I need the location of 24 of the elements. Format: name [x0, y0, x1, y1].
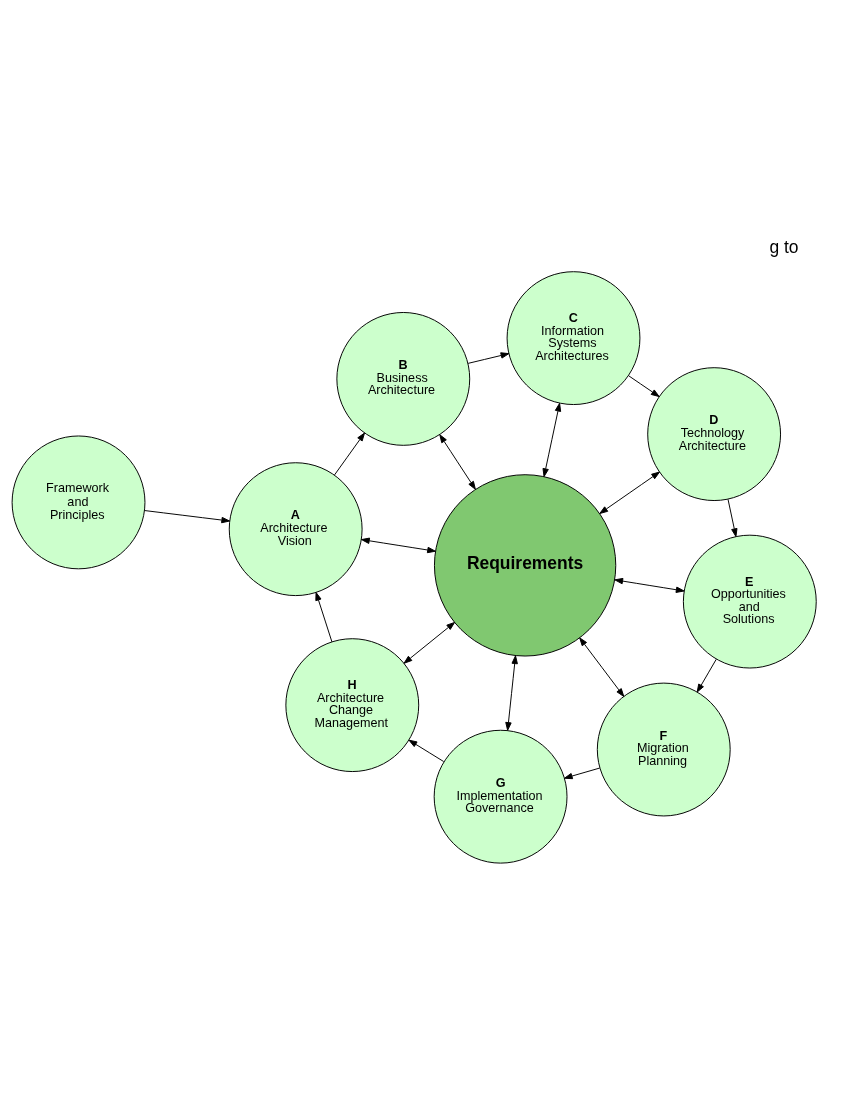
node-circle: E Opportunities and Solutions	[682, 534, 817, 669]
arrow	[403, 621, 456, 664]
node-circle: C Information Systems Architectures	[506, 271, 641, 406]
node-circle: A Architecture Vision	[228, 462, 363, 597]
arrow	[628, 375, 660, 398]
arrow	[439, 434, 476, 490]
arrow	[467, 352, 510, 364]
arrow	[334, 432, 365, 476]
arrow	[579, 637, 625, 697]
arrow	[542, 402, 562, 478]
arrow	[361, 537, 436, 554]
arrow	[614, 577, 685, 593]
arrow	[599, 471, 660, 514]
node-circle: G Implementation Governance	[433, 729, 568, 864]
node-circle: Framework and Principles	[11, 435, 146, 570]
arrow	[505, 655, 518, 731]
arrow	[144, 510, 231, 524]
arrow	[408, 739, 445, 763]
node-circle: Requirements	[433, 474, 617, 657]
label: g to	[769, 236, 799, 257]
arrow	[696, 658, 717, 693]
arrow	[563, 767, 601, 780]
arrow	[727, 498, 738, 538]
arrow	[315, 592, 333, 643]
